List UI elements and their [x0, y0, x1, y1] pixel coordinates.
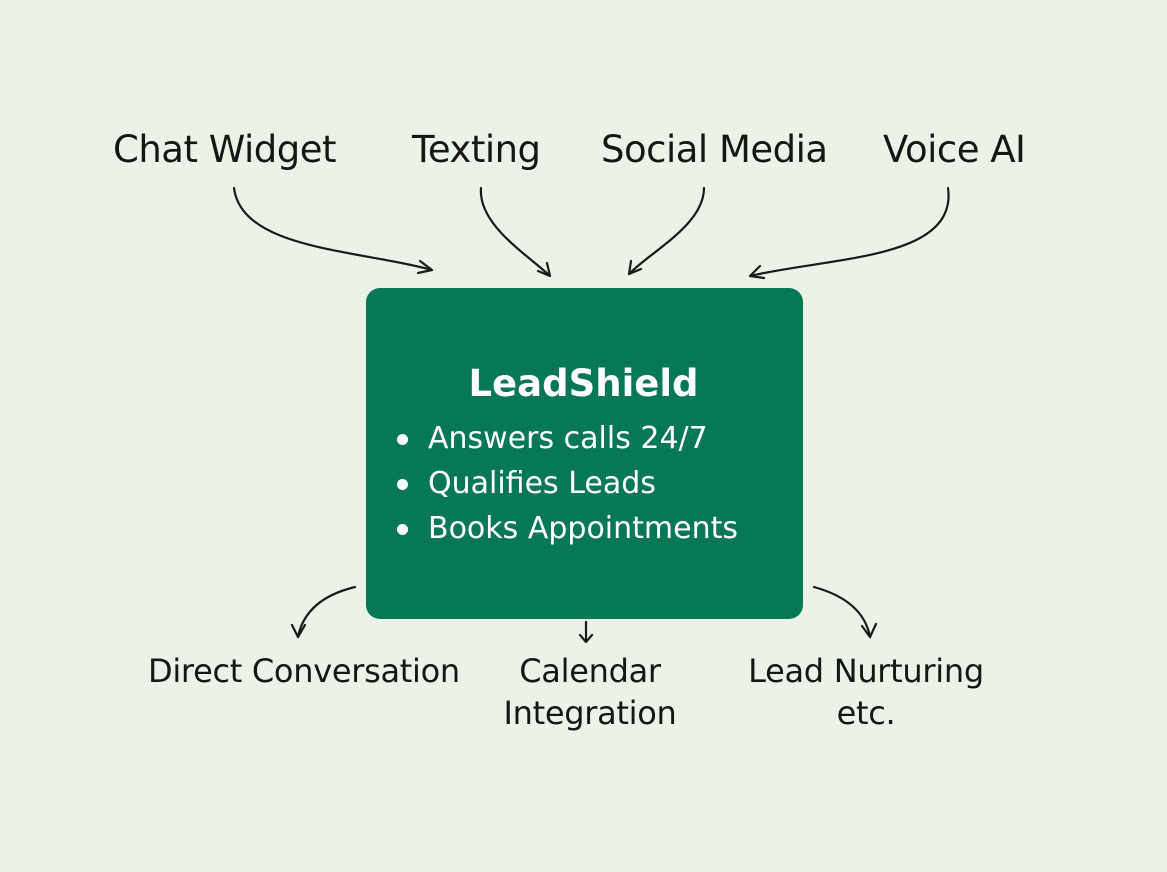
hub-feature-item: Answers calls 24/7: [396, 416, 738, 461]
bullet-icon: [397, 434, 408, 445]
hub-feature-item: Qualifies Leads: [396, 461, 738, 506]
outcome-line: etc.: [836, 694, 896, 732]
channel-social-media: Social Media: [601, 128, 828, 171]
leadshield-hub-box: [366, 288, 803, 619]
outcome-direct-conversation: Direct Conversation: [148, 650, 460, 692]
hub-feature-label: Answers calls 24/7: [428, 421, 708, 456]
arrow-head: [748, 264, 766, 280]
outcome-line: Lead Nurturing: [748, 652, 984, 690]
arrow-hub-to-lead-nurturing: [812, 585, 872, 639]
hub-feature-label: Qualifies Leads: [428, 466, 656, 501]
hub-feature-label: Books Appointments: [428, 511, 738, 546]
arrow-head: [578, 633, 594, 644]
channel-voice-ai: Voice AI: [883, 128, 1026, 171]
arrow-head: [290, 623, 307, 639]
channel-texting: Texting: [412, 128, 541, 171]
arrow-head: [860, 622, 878, 639]
outcome-lead-nurturing: Lead Nurturing etc.: [730, 650, 1002, 734]
arrow-social-media-to-hub: [627, 186, 706, 276]
hub-feature-item: Books Appointments: [396, 506, 738, 551]
arrow-head: [627, 259, 643, 276]
arrow-head: [416, 259, 434, 275]
arrow-head: [536, 261, 552, 278]
bullet-icon: [397, 524, 408, 535]
bullet-icon: [397, 479, 408, 490]
channel-chat-widget: Chat Widget: [113, 128, 337, 171]
arrow-voice-ai-to-hub: [748, 186, 950, 278]
hub-feature-list: Answers calls 24/7 Qualifies Leads Books…: [396, 416, 738, 551]
outcome-calendar-integration: Calendar Integration: [480, 650, 700, 734]
arrow-hub-to-direct-conversation: [296, 585, 357, 639]
arrow-chat-widget-to-hub: [232, 186, 434, 272]
arrow-texting-to-hub: [479, 186, 552, 278]
outcome-line: Calendar: [519, 652, 661, 690]
hub-title: LeadShield: [468, 362, 699, 405]
outcome-line: Integration: [503, 694, 677, 732]
outcome-line: Direct Conversation: [148, 652, 460, 690]
